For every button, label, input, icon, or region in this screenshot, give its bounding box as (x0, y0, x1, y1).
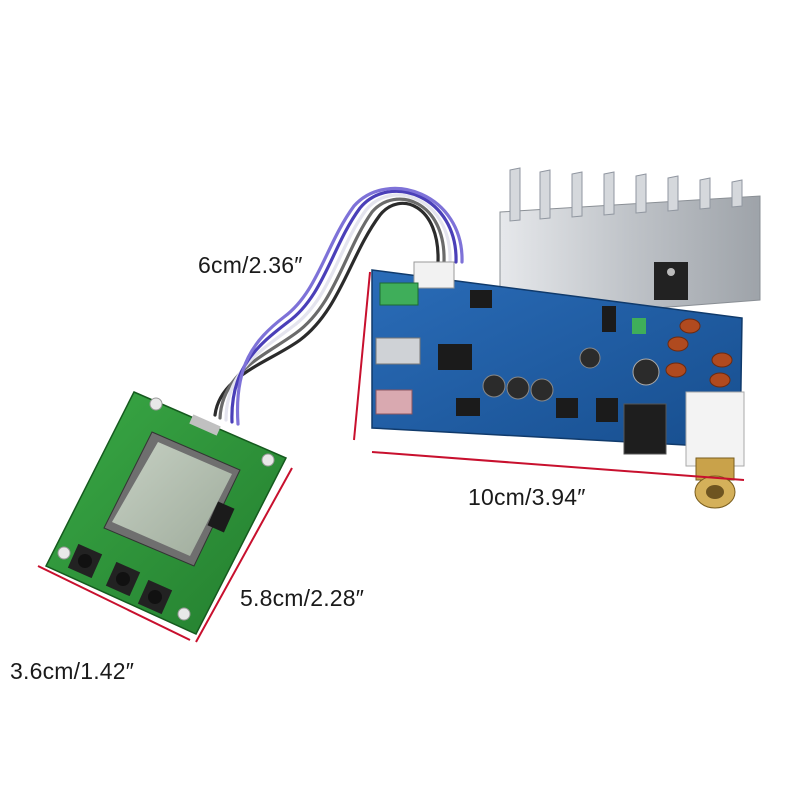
control-buttons (67, 543, 173, 615)
dim-line-main-width (371, 451, 745, 481)
regulator-chip (654, 262, 688, 300)
bnc-connector (685, 391, 745, 509)
dim-line-main-height (353, 271, 371, 441)
lcd-screen (112, 442, 232, 556)
main-board-height-label: 6cm/2.36″ (198, 252, 303, 278)
dimension-lines (37, 271, 745, 643)
dim-line-display-width (37, 565, 191, 641)
main-board-width-label: 10cm/3.94″ (468, 484, 586, 510)
heatsink (499, 167, 761, 321)
power-jack (623, 403, 667, 455)
display-board (44, 391, 288, 635)
ribbon-cable (213, 186, 464, 426)
dim-line-display-height (195, 467, 293, 643)
cable-connector (413, 261, 455, 289)
display-board-height-label: 5.8cm/2.28″ (240, 585, 365, 611)
display-board-width-label: 3.6cm/1.42″ (10, 658, 135, 684)
